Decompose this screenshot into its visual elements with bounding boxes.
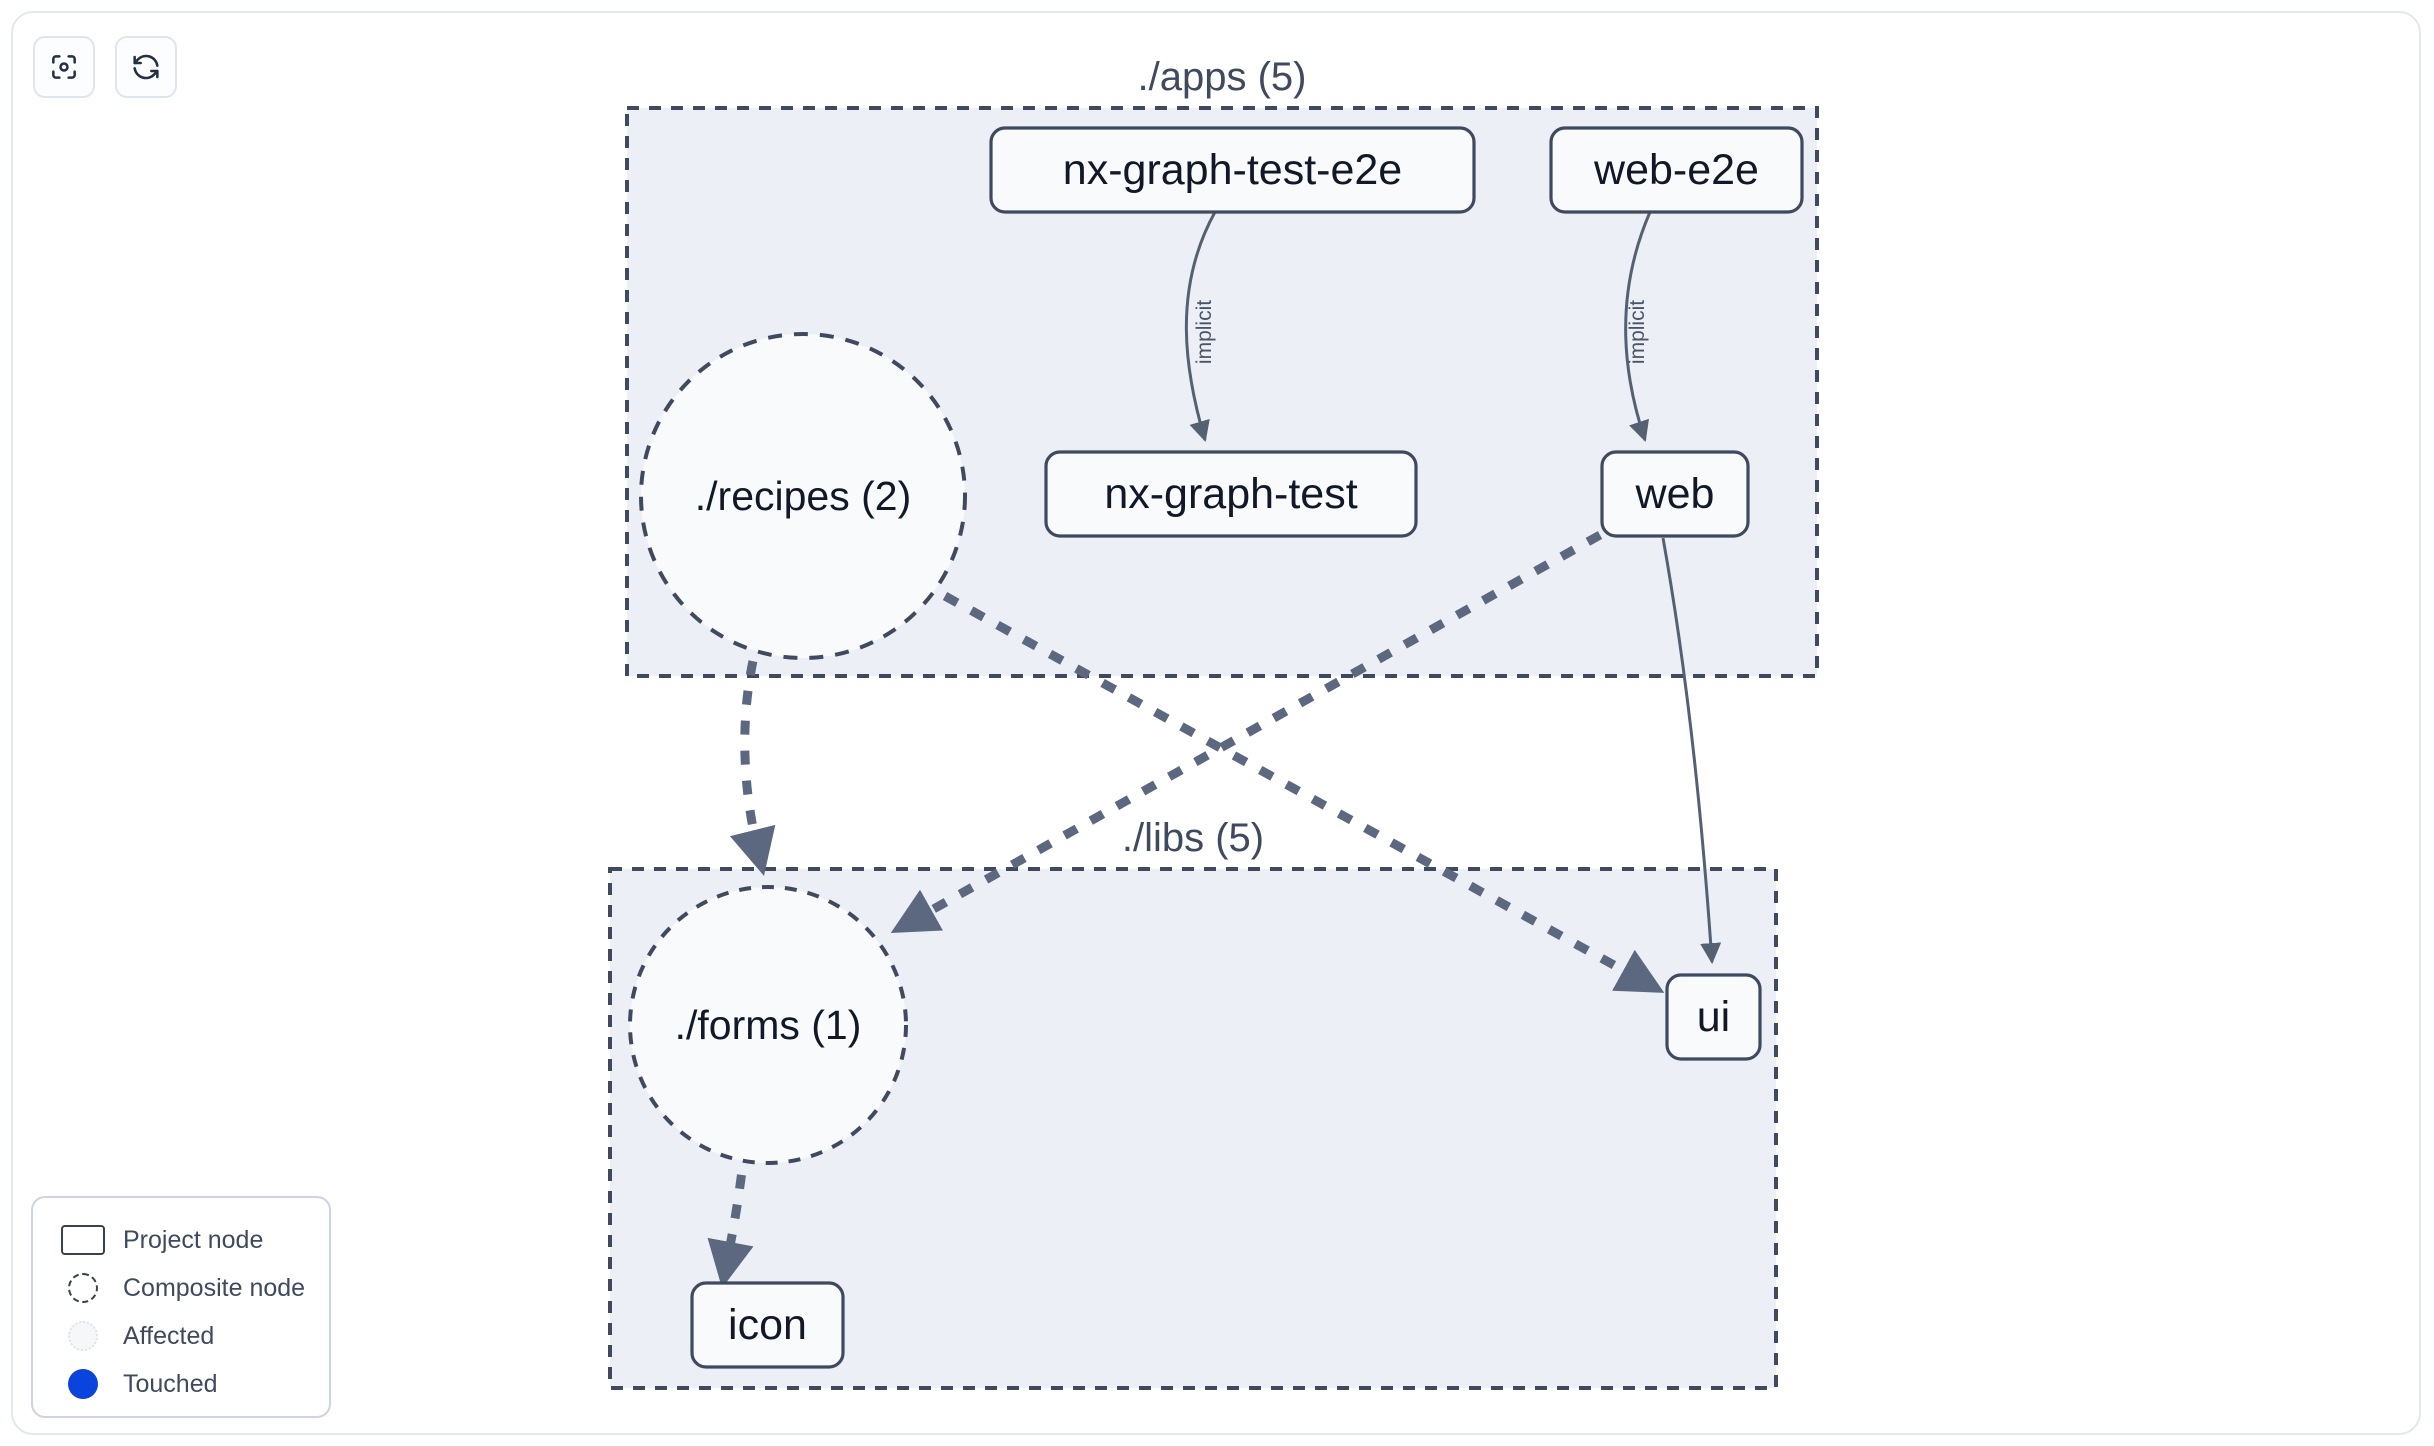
graph-legend: Project node Composite node Affected Tou…: [31, 1196, 331, 1418]
edge-web-to-ui[interactable]: [1661, 537, 1722, 965]
node-recipes[interactable]: [639, 332, 967, 660]
focus-target-icon: [48, 51, 80, 83]
node-ui[interactable]: [1665, 973, 1762, 1061]
node-nx-graph-test[interactable]: [1044, 450, 1418, 538]
group-label-apps: ./apps (5): [1137, 55, 1307, 99]
edge-nx-graph-test-e2e-to-nx-graph-test[interactable]: [1184, 211, 1217, 443]
legend-item-project-node: Project node: [57, 1216, 329, 1264]
composite-node-icon: [57, 1273, 109, 1303]
project-node-icon: [57, 1225, 109, 1255]
edge-recipes-to-ui[interactable]: [942, 592, 1665, 993]
edge-web-e2e-to-web[interactable]: [1624, 211, 1652, 442]
node-icon[interactable]: [690, 1281, 845, 1369]
legend-item-affected: Affected: [57, 1312, 329, 1360]
node-web[interactable]: [1600, 450, 1750, 538]
legend-item-composite-node: Composite node: [57, 1264, 329, 1312]
legend-label-affected: Affected: [123, 1321, 215, 1350]
edge-label-implicit-web: implicit: [1626, 299, 1649, 365]
touched-node-icon: [57, 1369, 109, 1399]
legend-label-touched: Touched: [123, 1369, 218, 1398]
node-web-e2e[interactable]: [1549, 126, 1804, 214]
refresh-graph-button[interactable]: [115, 36, 177, 98]
group-label-libs: ./libs (5): [1121, 816, 1265, 860]
edge-label-implicit-nx: implicit: [1193, 299, 1216, 365]
graph-toolbar: [33, 36, 177, 98]
focus-graph-button[interactable]: [33, 36, 95, 98]
refresh-icon: [130, 51, 162, 83]
legend-item-touched: Touched: [57, 1360, 329, 1408]
edge-web-to-forms[interactable]: [890, 531, 1603, 934]
node-nx-graph-test-e2e[interactable]: [989, 126, 1476, 214]
legend-label-composite-node: Composite node: [123, 1273, 306, 1302]
edge-recipes-to-forms[interactable]: [729, 630, 776, 876]
affected-node-icon: [57, 1321, 109, 1351]
node-forms[interactable]: [628, 885, 908, 1165]
legend-label-project-node: Project node: [123, 1225, 264, 1254]
